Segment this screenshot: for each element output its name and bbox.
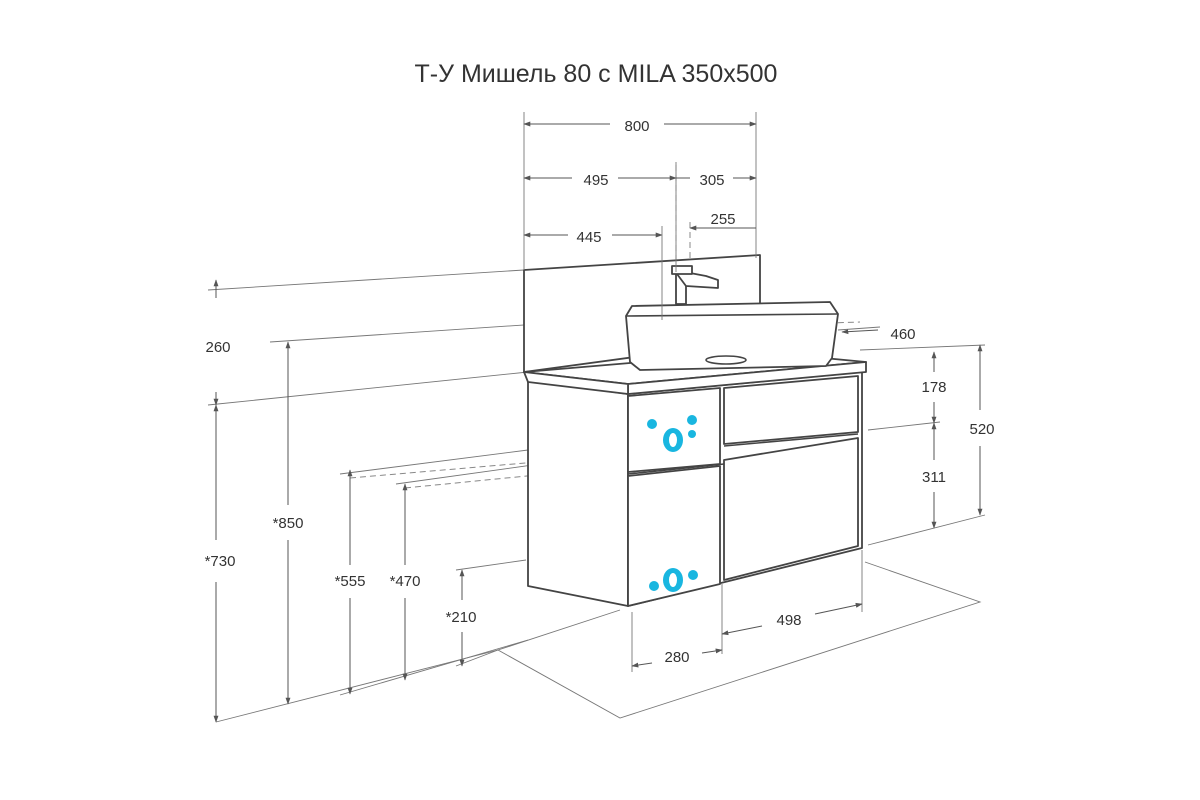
outlet-dot	[688, 570, 698, 580]
dim-850: *850	[273, 515, 304, 532]
dimension-labels: 800 495 305 445 255 460 260 178 520 311 …	[205, 118, 995, 666]
drawer-top-right	[723, 375, 859, 445]
dim-498: 498	[776, 612, 801, 629]
top-dimensions	[523, 112, 757, 320]
drawing-title: Т-У Мишель 80 с MILA 350x500	[415, 60, 778, 88]
dim-280: 280	[664, 649, 689, 666]
dim-555: *555	[335, 573, 366, 590]
outlet-dot	[649, 581, 659, 591]
dim-255: 255	[710, 211, 735, 228]
dim-520: 520	[969, 421, 994, 438]
outlet-markers	[647, 415, 698, 592]
basin	[625, 301, 839, 371]
outlet-dot	[687, 415, 697, 425]
dim-495: 495	[583, 172, 608, 189]
dim-730: *730	[205, 553, 236, 570]
outlet-dot	[688, 430, 696, 438]
drawer-bottom-left	[627, 465, 721, 607]
dim-260: 260	[205, 339, 230, 356]
dim-470: *470	[390, 573, 421, 590]
dim-210: *210	[446, 609, 477, 626]
dim-305: 305	[699, 172, 724, 189]
basin-drain	[705, 355, 747, 365]
drawer-bottom-right	[723, 437, 859, 581]
faucet-icon	[671, 265, 719, 305]
dim-178: 178	[921, 379, 946, 396]
outlet-dot	[647, 419, 657, 429]
cabinet-side	[527, 379, 629, 607]
bottom-dimensions	[631, 550, 863, 672]
right-dimensions	[841, 329, 983, 529]
basin-body	[625, 301, 839, 371]
dim-311: 311	[922, 469, 946, 486]
dim-460: 460	[890, 326, 915, 343]
floor-outline	[497, 561, 982, 719]
dim-800: 800	[624, 118, 649, 135]
countertop-side	[523, 371, 629, 395]
left-dimensions	[213, 279, 465, 723]
dim-445: 445	[576, 229, 601, 246]
